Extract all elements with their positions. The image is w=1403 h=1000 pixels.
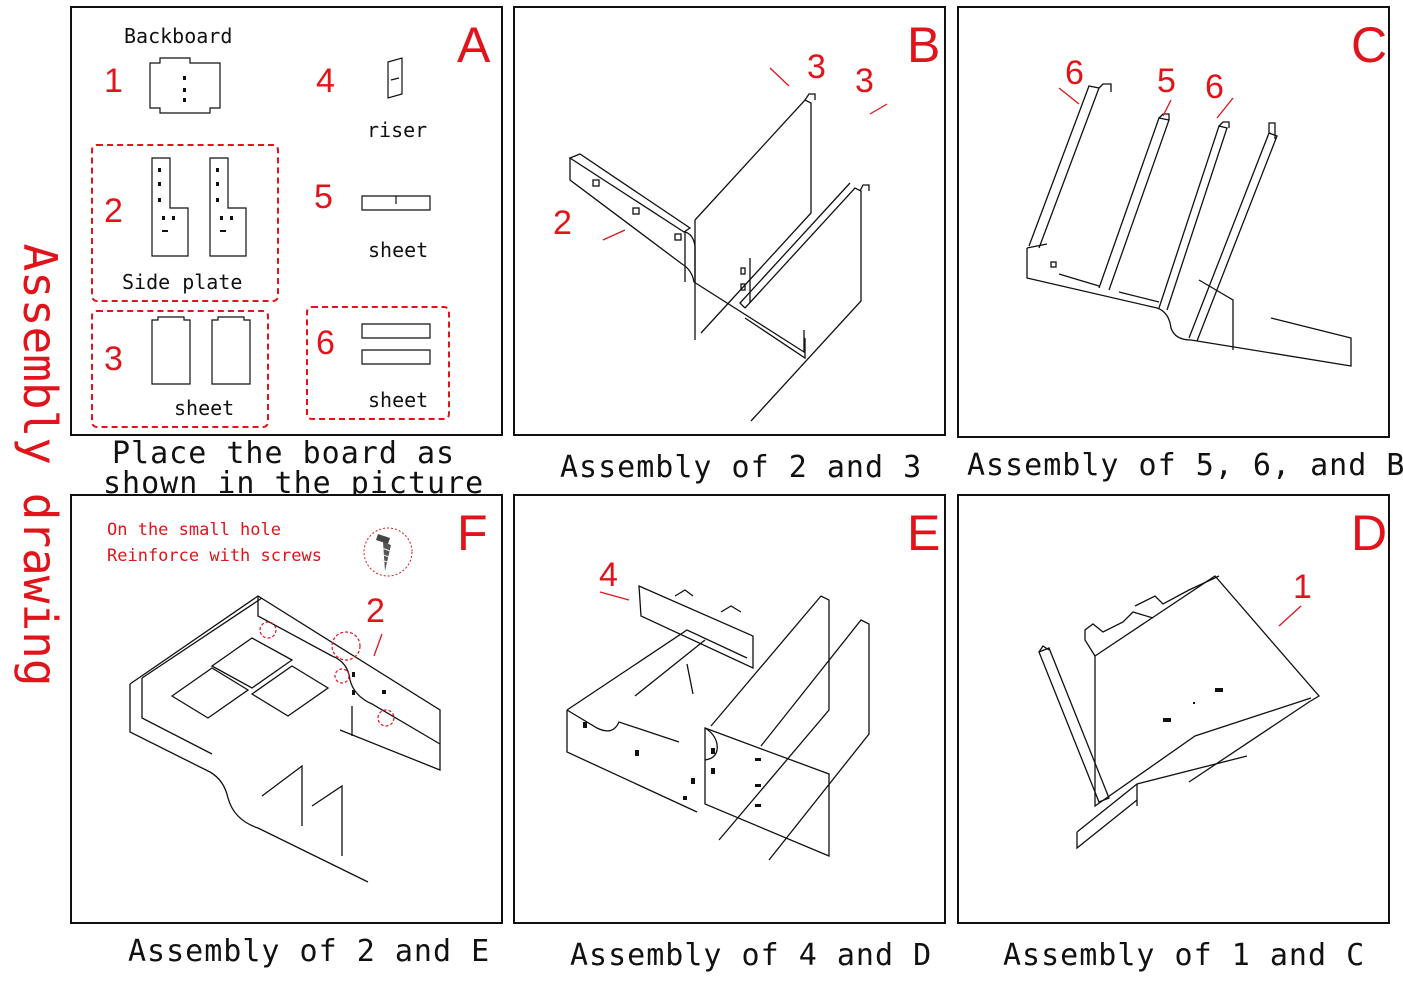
panel-letter-e: E — [907, 505, 941, 561]
panel-f: F On the small hole Reinforce with screw… — [70, 494, 503, 924]
part-label-riser: riser — [367, 118, 428, 142]
note-line2: Reinforce with screws — [107, 546, 322, 566]
panel-letter-c: C — [1351, 17, 1388, 73]
side-title: Assembly drawing — [13, 243, 67, 687]
part-label-sheet-6: sheet — [368, 388, 429, 412]
panel-letter-d: D — [1351, 505, 1388, 561]
callout-d-1: 1 — [1293, 568, 1312, 606]
panel-letter-b: B — [907, 17, 941, 73]
panel-b: B 3 3 2 — [513, 6, 946, 436]
part-number-1: 1 — [104, 62, 123, 100]
assembly-drawing-e — [566, 584, 870, 861]
caption-e: Assembly of 4 and D — [570, 938, 933, 973]
caption-a-line1: Place the board as — [112, 436, 456, 471]
panel-e: E 4 — [513, 494, 946, 924]
assembly-drawing-c — [1026, 83, 1352, 367]
part-number-4: 4 — [316, 62, 335, 100]
note-line1: On the small hole — [107, 520, 281, 540]
part-label-side-plate: Side plate — [122, 270, 243, 294]
assembly-drawing-d — [1038, 575, 1320, 850]
part-label-sheet-3: sheet — [174, 396, 235, 420]
part-number-3: 3 — [104, 340, 123, 378]
assembly-drawing-f — [129, 527, 441, 883]
part-number-6: 6 — [316, 324, 335, 362]
assembly-drawing-b — [568, 67, 888, 422]
caption-f: Assembly of 2 and E — [128, 934, 491, 969]
caption-b: Assembly of 2 and 3 — [560, 450, 923, 485]
callout-b-2: 2 — [553, 204, 572, 242]
callout-c-5: 5 — [1157, 62, 1176, 100]
part-number-5: 5 — [314, 178, 333, 216]
part-label-sheet-5: sheet — [368, 238, 429, 262]
callout-b-3b: 3 — [855, 62, 874, 100]
callout-e-4: 4 — [599, 556, 618, 594]
group-box-2 — [91, 144, 279, 302]
callout-c-6a: 6 — [1065, 54, 1084, 92]
part-number-2: 2 — [104, 192, 123, 230]
screw-icon — [363, 527, 413, 577]
group-box-3 — [91, 310, 269, 428]
panel-letter-a: A — [457, 17, 491, 73]
caption-d: Assembly of 1 and C — [1003, 938, 1366, 973]
panel-c: C 6 5 6 — [957, 6, 1390, 438]
panel-a: A Backboard 1 4 riser 2 Side plate 5 she… — [70, 6, 503, 436]
callout-c-6b: 6 — [1205, 68, 1224, 106]
panel-d: D 1 — [957, 494, 1390, 924]
group-box-6 — [306, 306, 450, 420]
callout-b-3a: 3 — [807, 48, 826, 86]
callout-f-2: 2 — [366, 592, 385, 630]
part-label-backboard: Backboard — [124, 24, 233, 48]
caption-c: Assembly of 5, 6, and B — [967, 448, 1403, 483]
panel-letter-f: F — [457, 505, 488, 561]
